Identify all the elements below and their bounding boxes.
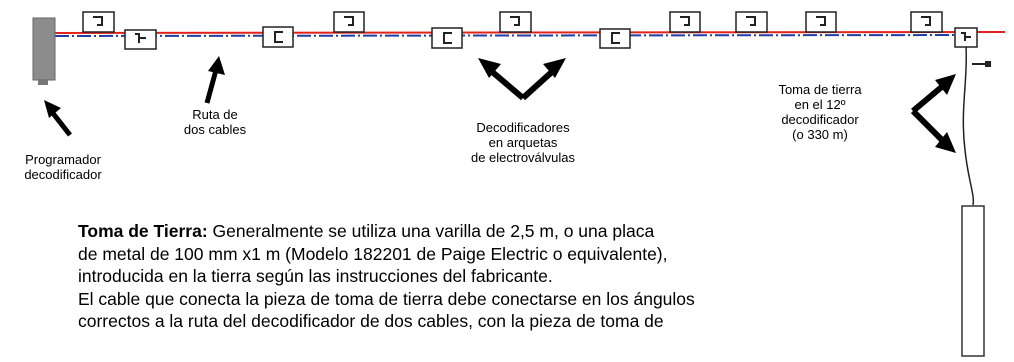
note-line: de metal de 100 mm x1 m (Modelo 182201 d… xyxy=(78,243,668,264)
cable-path-label: Ruta de dos cables xyxy=(183,107,247,137)
decoder-box xyxy=(333,11,365,33)
decoder-box xyxy=(262,26,294,48)
arrow-icon xyxy=(44,100,72,137)
note-line: Toma de Tierra: Generalmente se utiliza … xyxy=(78,220,958,243)
decoder-box-grounded xyxy=(954,27,978,48)
arrow-icon xyxy=(204,56,225,104)
note-line: El cable que conecta la pieza de toma de… xyxy=(78,288,695,309)
decoder-box xyxy=(599,28,631,49)
decoder-box xyxy=(910,11,943,33)
ground-rod xyxy=(961,205,985,357)
ground-wire xyxy=(962,46,991,206)
note-line: correctos a la ruta del decodificador de… xyxy=(78,311,664,331)
controller-label: Programador decodificador xyxy=(24,152,102,182)
note-intro: Generalmente se utiliza una varilla de 2… xyxy=(212,221,655,241)
ground-label: Toma de tierra en el 12º decodificador (… xyxy=(778,82,862,142)
note-line: introducida en la tierra según las instr… xyxy=(78,266,553,286)
decoder-box xyxy=(431,27,463,49)
chevron-arrows-icon xyxy=(478,58,566,101)
note-heading: Toma de Tierra: xyxy=(78,221,208,241)
decoder-box xyxy=(124,29,157,50)
wire-blue xyxy=(54,34,976,37)
decoder-box xyxy=(805,11,837,33)
decoder-controller xyxy=(32,17,56,85)
grounding-note: Toma de Tierra: Generalmente se utiliza … xyxy=(78,220,958,333)
chevron-arrows-icon xyxy=(910,74,956,153)
decoder-box xyxy=(669,11,701,33)
decoder-box xyxy=(82,11,115,33)
decoder-box xyxy=(735,11,768,33)
decoders-label: Decodificadores en arquetas de electrová… xyxy=(470,120,576,165)
decoder-box xyxy=(499,11,532,33)
